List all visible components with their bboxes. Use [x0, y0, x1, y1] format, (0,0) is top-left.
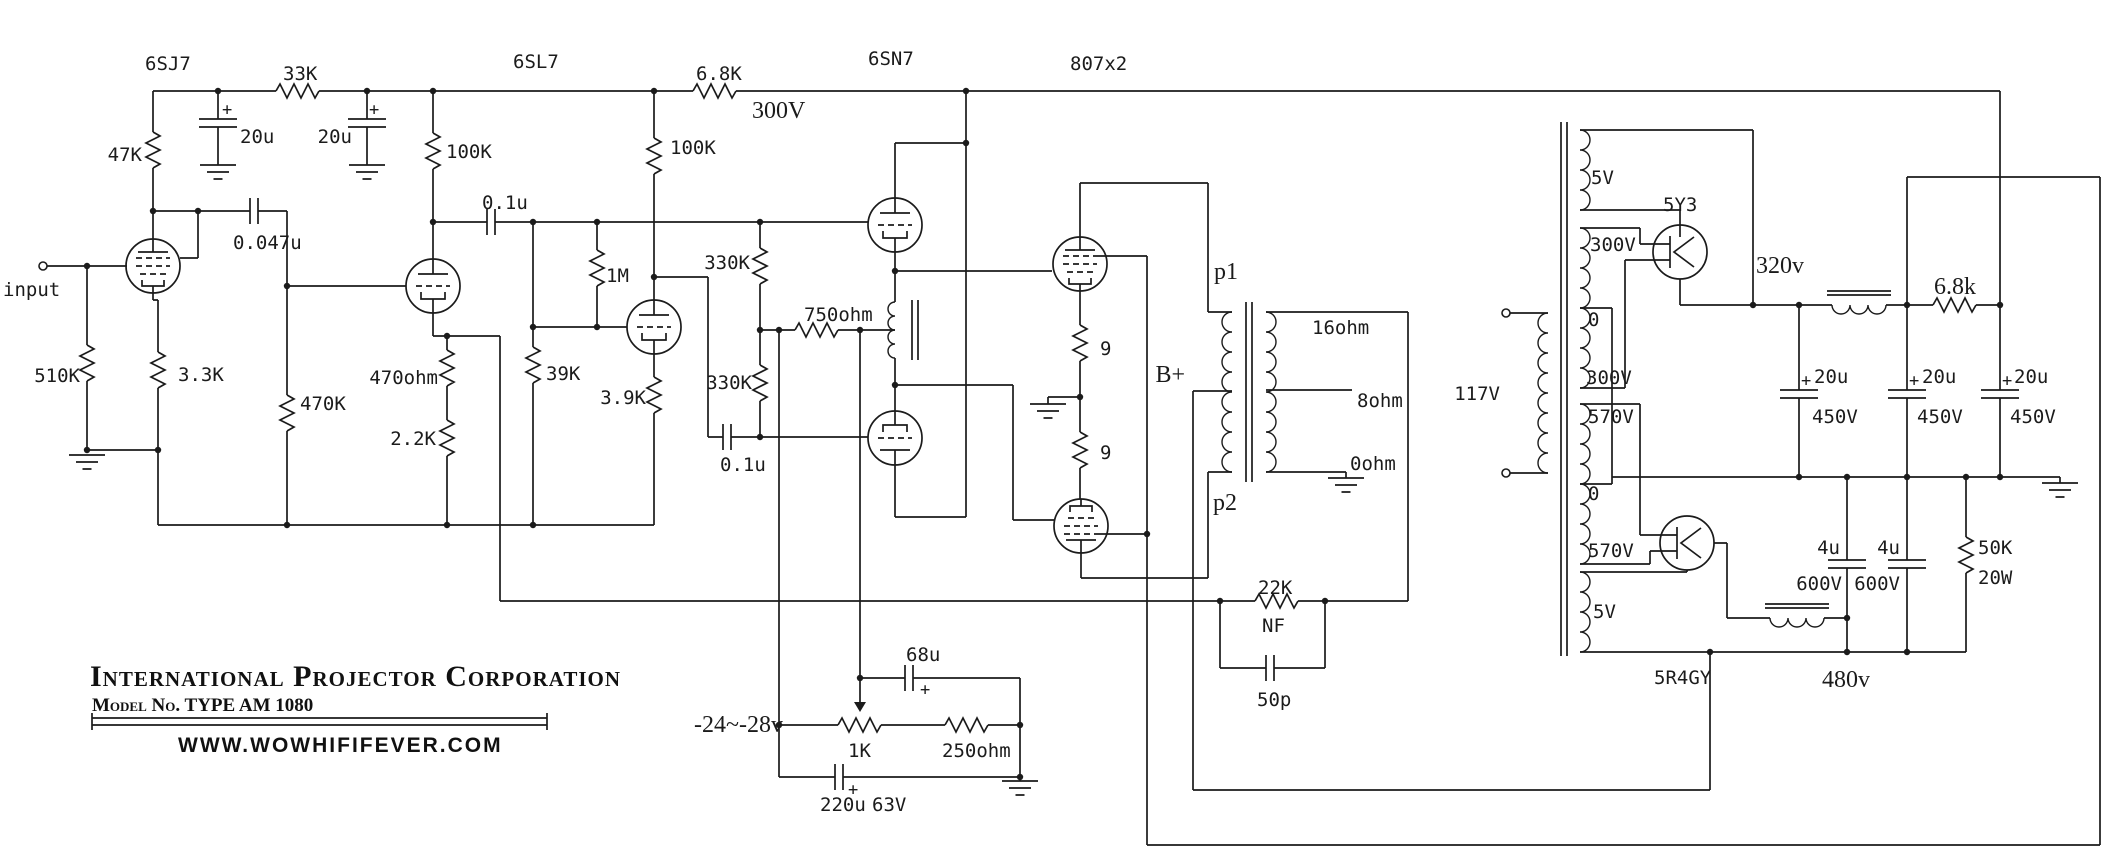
label-100k-2: 100K: [670, 137, 716, 159]
label-330k-2: 330K: [706, 372, 752, 394]
label-p1: p1: [1214, 259, 1238, 285]
label-20u-psu-2: 20u: [1922, 366, 1956, 388]
label-68u: 68u: [906, 644, 940, 666]
label-winding-570v-2: 570V: [1588, 540, 1634, 562]
tube-label-807x2: 807x2: [1070, 53, 1127, 75]
tube-label-5r4gy: 5R4GY: [1654, 667, 1712, 689]
label-20u-1: 20u: [240, 126, 274, 148]
label-50p: 50p: [1257, 689, 1291, 711]
label-510k: 510K: [34, 365, 80, 387]
title-divider: [91, 713, 548, 730]
polarity-plus-icon: +: [848, 780, 858, 800]
label-117v: 117V: [1454, 383, 1500, 405]
label-01u-2: 0.1u: [720, 454, 766, 476]
label-winding-0-1: 0: [1588, 309, 1599, 331]
label-bplus: B+: [1155, 362, 1185, 388]
label-6k8-psu: 6.8k: [1934, 274, 1976, 300]
label-p2: p2: [1213, 490, 1237, 516]
terminals: [38, 261, 1511, 478]
polarity-plus-icon: +: [222, 100, 232, 120]
label-600v-1: 600V: [1796, 573, 1842, 595]
polarity-plus-icon: +: [920, 680, 930, 700]
input-terminal: [38, 261, 48, 271]
mains-terminal-2: [1501, 468, 1511, 478]
model-number: Model No. TYPE AM 1080: [92, 695, 313, 716]
mains-terminal-1: [1501, 308, 1511, 318]
label-winding-5v-2: 5V: [1593, 601, 1616, 623]
label-470ohm: 470ohm: [369, 367, 438, 389]
label-0047u: 0.047u: [233, 232, 302, 254]
label-8ohm: 8ohm: [1357, 390, 1403, 412]
label-winding-5v-1: 5V: [1591, 167, 1614, 189]
label-480v: 480v: [1822, 667, 1870, 693]
label-20u-2: 20u: [318, 126, 352, 148]
tube-label-5y3: 5Y3: [1663, 194, 1697, 216]
label-9-1: 9: [1100, 338, 1111, 360]
polarity-plus-icon: +: [1801, 371, 1811, 391]
pot-wiper-arrow: [854, 702, 866, 712]
label-9-2: 9: [1100, 442, 1111, 464]
label-750ohm: 750ohm: [804, 304, 873, 326]
label-01u-1: 0.1u: [482, 192, 528, 214]
label-1m: 1M: [606, 265, 629, 287]
polarity-plus-icon: +: [1909, 371, 1919, 391]
label-3k9: 3.9K: [600, 387, 646, 409]
label-20u-psu-1: 20u: [1814, 366, 1848, 388]
schematic-labels: 6SJ7 6SL7 6SN7 807x2 5Y3 5R4GY input 47K…: [3, 48, 2056, 816]
label-450v-2: 450V: [1917, 406, 1963, 428]
label-winding-570v-1: 570V: [1588, 406, 1634, 428]
label-33k: 33K: [283, 63, 318, 85]
junction-dots: [83, 87, 2004, 781]
label-330k-1: 330K: [704, 252, 750, 274]
label-100k-1: 100K: [446, 141, 492, 163]
label-220u: 220u: [820, 794, 866, 816]
company-name: International Projector Corporation: [90, 660, 621, 693]
label-winding-300v-2: 300V: [1586, 367, 1632, 389]
label-3k3: 3.3K: [178, 364, 224, 386]
website-url: WWW.WOWHIFIFEVER.COM: [178, 734, 503, 757]
label-nf: NF: [1262, 615, 1285, 637]
label-winding-0-2: 0: [1588, 483, 1599, 505]
label-450v-1: 450V: [1812, 406, 1858, 428]
label-250ohm: 250ohm: [942, 740, 1011, 762]
polarity-plus-icon: +: [2002, 371, 2012, 391]
polarity-plus-icon: +: [369, 100, 379, 120]
title-block: International Projector Corporation Mode…: [90, 660, 621, 757]
tube-label-6sj7: 6SJ7: [145, 53, 191, 75]
label-1k: 1K: [848, 740, 871, 762]
label-63v: 63V: [872, 794, 906, 816]
label-6k8-rail: 6.8K: [696, 63, 742, 85]
label-600v-2: 600V: [1854, 573, 1900, 595]
label-47k: 47K: [108, 144, 143, 166]
label-16ohm: 16ohm: [1312, 317, 1369, 339]
label-4u-2: 4u: [1877, 537, 1900, 559]
label-300v: 300V: [752, 98, 806, 124]
input-label: input: [3, 279, 60, 301]
label-2k2: 2.2K: [390, 428, 436, 450]
label-4u-1: 4u: [1817, 537, 1840, 559]
tube-label-6sl7: 6SL7: [513, 51, 559, 73]
label-470k: 470K: [300, 393, 346, 415]
resistors: [79, 83, 1977, 733]
label-0ohm: 0ohm: [1350, 453, 1396, 475]
label-bias-voltage: -24~-28v: [694, 712, 783, 738]
label-39k: 39K: [546, 363, 581, 385]
label-20w: 20W: [1978, 567, 2013, 589]
label-22k: 22K: [1258, 577, 1293, 599]
tube-label-6sn7: 6SN7: [868, 48, 914, 70]
label-50k: 50K: [1978, 537, 2013, 559]
label-320v: 320v: [1756, 253, 1804, 279]
label-winding-300v-1: 300V: [1590, 234, 1636, 256]
label-20u-psu-3: 20u: [2014, 366, 2048, 388]
label-450v-3: 450V: [2010, 406, 2056, 428]
